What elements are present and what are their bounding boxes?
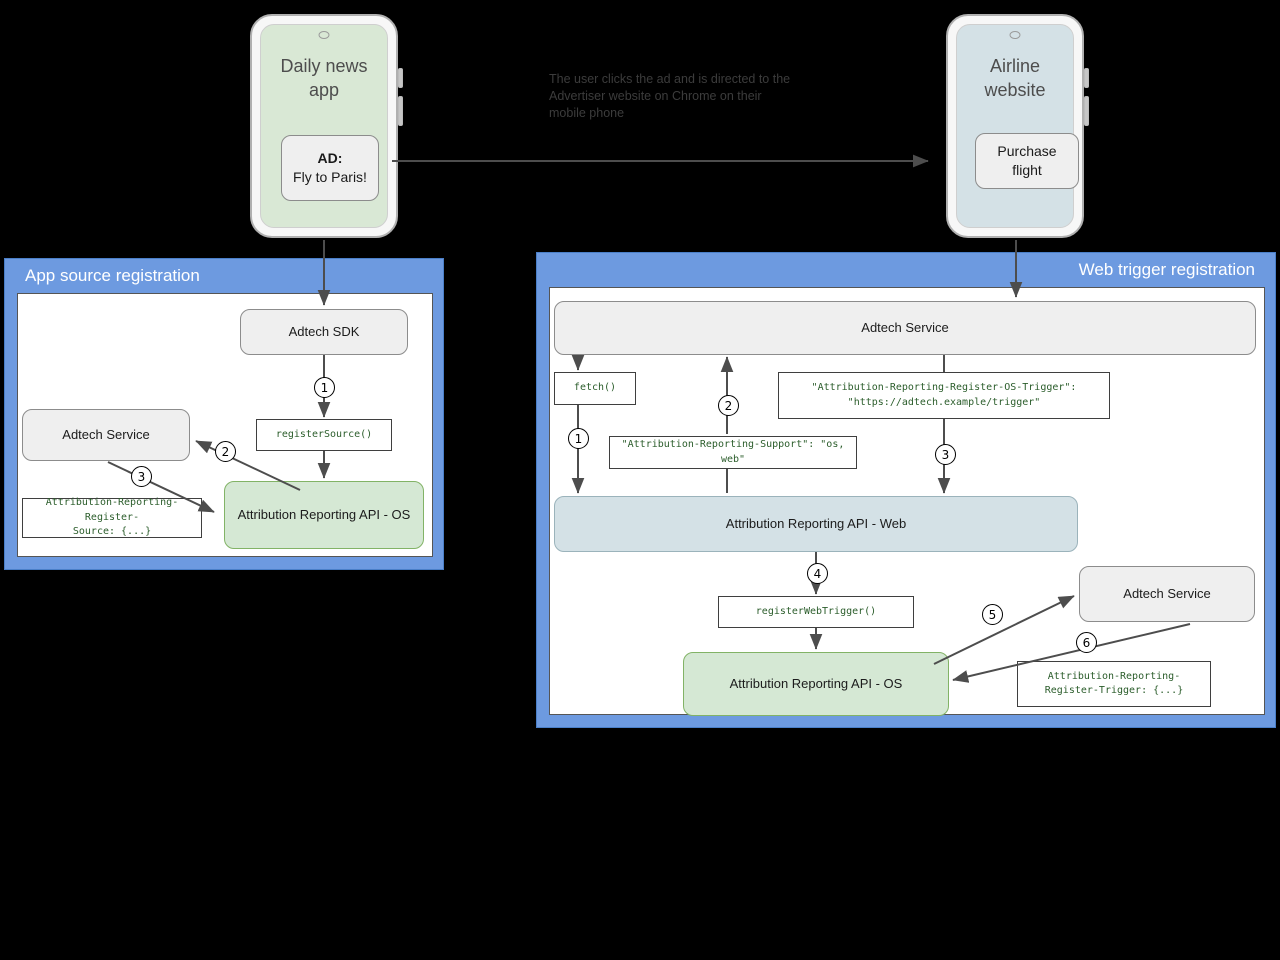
- step-badge-right-3: 3: [935, 444, 956, 465]
- phone-side-button-upper: [1084, 68, 1089, 88]
- node-attribution-reporting-register-trigger-header: Attribution-Reporting- Register-Trigger:…: [1017, 661, 1211, 707]
- purchase-flight-card[interactable]: Purchase flight: [975, 133, 1079, 189]
- phone-side-button-lower: [1084, 96, 1089, 126]
- phone-title-daily-news: Daily news app: [280, 56, 368, 100]
- node-adtech-sdk[interactable]: Adtech SDK: [240, 309, 408, 355]
- node-attribution-reporting-api-web[interactable]: Attribution Reporting API - Web: [554, 496, 1078, 552]
- panel-title-app-source: App source registration: [25, 266, 200, 285]
- node-register-web-trigger-call: registerWebTrigger(): [718, 596, 914, 628]
- phone-camera-icon: [318, 31, 330, 39]
- purchase-flight-line1: Purchase: [997, 143, 1057, 160]
- phone-side-button-upper: [398, 68, 403, 88]
- phone-side-button-lower: [398, 96, 403, 126]
- node-attribution-reporting-api-os-right[interactable]: Attribution Reporting API - OS: [683, 652, 949, 716]
- step-badge-right-6: 6: [1076, 632, 1097, 653]
- step-badge-right-5: 5: [982, 604, 1003, 625]
- node-fetch-call: fetch(): [554, 372, 636, 405]
- phone-daily-news-app: Daily news app AD: Fly to Paris!: [250, 14, 403, 238]
- ad-card-text: Fly to Paris!: [293, 169, 367, 185]
- step-badge-right-4: 4: [807, 563, 828, 584]
- ad-card-label: AD:: [317, 150, 343, 167]
- node-adtech-service-left[interactable]: Adtech Service: [22, 409, 190, 461]
- node-adtech-service-top[interactable]: Adtech Service: [554, 301, 1256, 355]
- phone-airline-website: Airline website Purchase flight: [946, 14, 1089, 238]
- phone-title-airline: Airline website: [984, 56, 1046, 100]
- step-badge-left-3: 3: [131, 466, 152, 487]
- ad-card-fly-to-paris[interactable]: AD: Fly to Paris!: [281, 135, 379, 201]
- panel-title-web-trigger: Web trigger registration: [1078, 260, 1255, 279]
- step-badge-right-2: 2: [718, 395, 739, 416]
- node-register-source-call: registerSource(): [256, 419, 392, 451]
- node-adtech-service-right[interactable]: Adtech Service: [1079, 566, 1255, 622]
- node-attribution-reporting-register-source-header: Attribution-Reporting-Register- Source: …: [22, 497, 202, 538]
- node-attribution-reporting-api-os-left[interactable]: Attribution Reporting API - OS: [224, 481, 424, 549]
- step-badge-left-2: 2: [215, 441, 236, 462]
- annotation-user-clicks-ad: The user clicks the ad and is directed t…: [549, 72, 791, 120]
- purchase-flight-line2: flight: [1012, 162, 1042, 178]
- node-attribution-reporting-support-header: "Attribution-Reporting-Support": "os, we…: [609, 436, 857, 469]
- phone-screen-airline: Airline website Purchase flight: [956, 24, 1079, 228]
- phone-screen-daily-news: Daily news app AD: Fly to Paris!: [260, 24, 388, 228]
- node-attribution-reporting-register-os-trigger-header: "Attribution-Reporting-Register-OS-Trigg…: [778, 372, 1110, 419]
- step-badge-right-1: 1: [568, 428, 589, 449]
- step-badge-left-1: 1: [314, 377, 335, 398]
- phone-camera-icon: [1009, 31, 1021, 39]
